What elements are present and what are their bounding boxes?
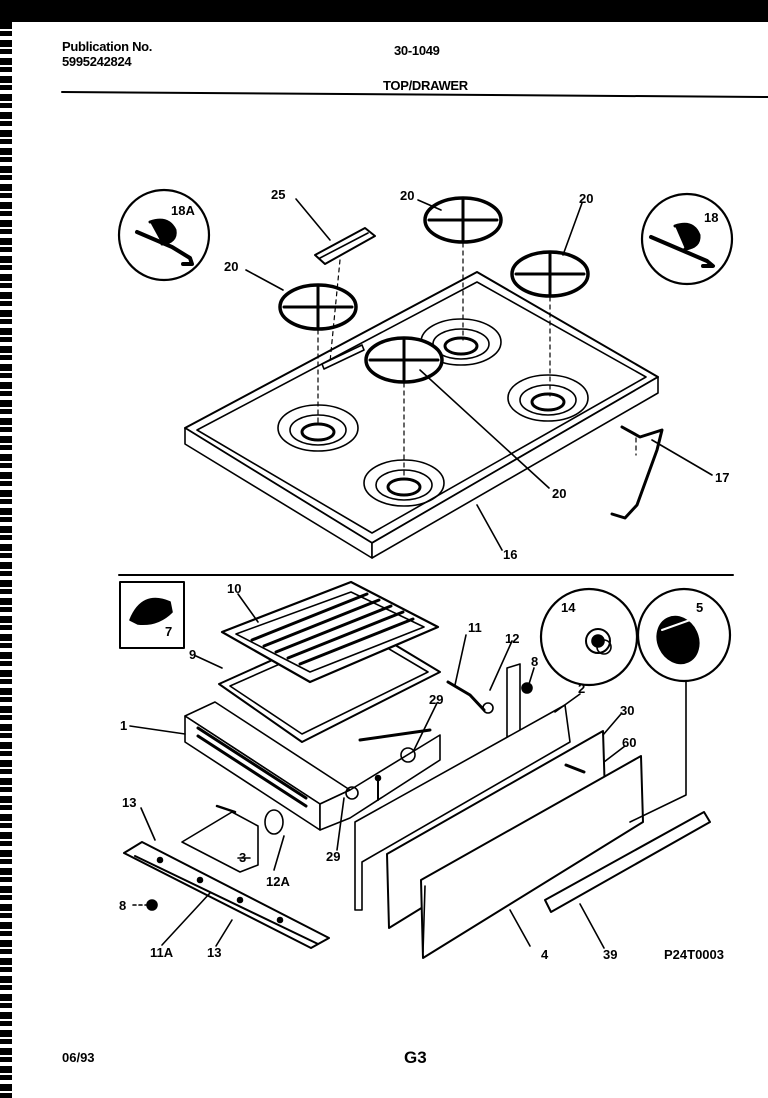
callout-4: 4 [541,947,549,962]
callout-8-top: 8 [531,654,538,669]
callout-13-top: 13 [122,795,136,810]
part-39-handle [544,811,711,913]
callout-29-top: 29 [429,692,443,707]
section-title: TOP/DRAWER [383,78,468,93]
part-1-drawer-body [184,701,441,831]
part-25-gasket-strip [314,227,376,265]
burner-grate-20-left [278,283,358,331]
footer-date: 06/93 [62,1050,95,1065]
callout-12A: 12A [266,874,290,889]
callout-20-a: 20 [400,188,414,203]
callout-18: 18 [704,210,718,225]
inset-5-knob [636,587,732,683]
model-number: 30-1049 [394,43,440,58]
burner-grate-20-right [510,250,590,298]
burner-grate-20-top [423,196,503,244]
callout-12: 12 [505,631,519,646]
callout-13-bottom: 13 [207,945,221,960]
callout-20-b: 20 [579,191,593,206]
callout-1: 1 [120,718,127,733]
part-13-drawer-rail [123,841,330,949]
footer-page: G3 [404,1048,427,1067]
burner-grate-20-center [364,336,444,384]
cooktop-assembly [184,271,659,559]
inset-7 [119,581,185,649]
callout-29-bottom: 29 [326,849,340,864]
diagram-code: P24T0003 [664,947,724,962]
callout-7: 7 [165,624,172,639]
callout-25: 25 [271,187,285,202]
inset-14-knob [539,587,639,687]
publication-number: 5995242824 [62,54,132,69]
callout-10: 10 [227,581,241,596]
callout-16: 16 [503,547,517,562]
callout-60: 60 [622,735,636,750]
callout-20-d: 20 [552,486,566,501]
callout-39: 39 [603,947,617,962]
burner-well-right-rear [507,374,589,422]
inset-18A [117,188,211,282]
callout-11A: 11A [150,945,174,960]
part-12A-bracket [181,811,259,873]
callout-5: 5 [696,600,703,615]
scan-top-border [0,0,768,22]
callout-18A: 18A [171,203,195,218]
part-10-broiler-grid [220,580,440,684]
callout-3: 3 [239,850,246,865]
part-4-drawer-front [420,755,644,959]
callout-14: 14 [561,600,576,615]
scan-left-edge [0,22,12,1098]
callout-11: 11 [468,620,482,635]
callout-8-bottom: 8 [119,898,126,913]
callout-20-c: 20 [224,259,238,274]
inset-18 [640,192,734,286]
part-17-bracket [610,425,664,520]
publication-label: Publication No. [62,39,153,54]
callout-30: 30 [620,703,634,718]
callout-9: 9 [189,647,196,662]
callout-17: 17 [715,470,729,485]
callout-2: 2 [578,681,585,696]
